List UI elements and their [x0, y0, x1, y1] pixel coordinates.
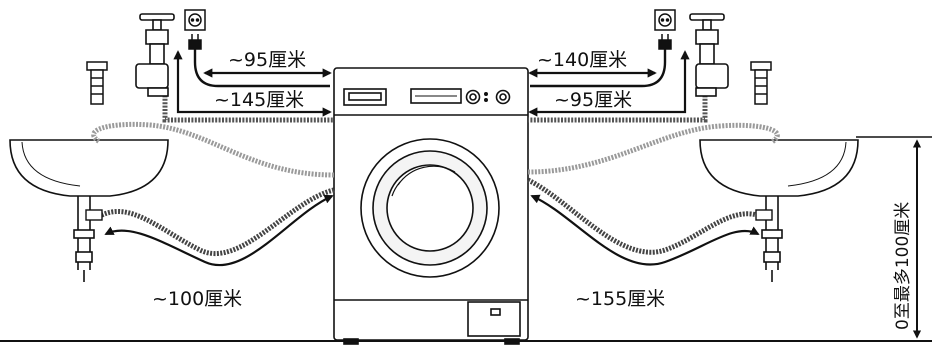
- left-sink: [9, 139, 169, 282]
- left-drain-hose-gray: [91, 121, 335, 178]
- right-plug-icon: [658, 34, 672, 50]
- height-dimension: [856, 136, 932, 339]
- left-tap-icon: [135, 13, 175, 97]
- right-drain-hose-gray: [527, 122, 780, 175]
- right-hose-nozzle: [755, 209, 773, 221]
- right-fitting-icon: [750, 61, 772, 105]
- label-left-bottom: ~100厘米: [152, 288, 242, 310]
- left-fitting-icon: [86, 61, 108, 105]
- label-left-top-long: ~145厘米: [214, 89, 304, 111]
- right-drain-hose-dark: [526, 177, 761, 255]
- label-left-top-short: ~95厘米: [228, 49, 306, 71]
- left-hose-nozzle: [85, 209, 103, 221]
- left-socket-icon: [184, 9, 206, 31]
- right-sink: [699, 139, 859, 282]
- arrow-right-top-short: [528, 50, 690, 117]
- label-right-top-long: ~140厘米: [537, 49, 627, 71]
- arrow-left-top-long: [173, 50, 332, 117]
- arrow-right-bottom: [530, 194, 760, 266]
- label-right-bottom: ~155厘米: [575, 288, 665, 310]
- arrow-left-bottom: [104, 194, 334, 267]
- right-tap-icon: [689, 13, 729, 97]
- left-inlet-hose: [162, 92, 334, 123]
- right-socket-icon: [654, 9, 676, 31]
- washing-machine: [333, 67, 529, 345]
- left-drain-hose-dark: [98, 187, 335, 256]
- left-plug-icon: [188, 34, 202, 50]
- label-height: 0至最多100厘米: [893, 202, 913, 330]
- label-right-top-short: ~95厘米: [554, 89, 632, 111]
- right-inlet-hose: [528, 92, 708, 123]
